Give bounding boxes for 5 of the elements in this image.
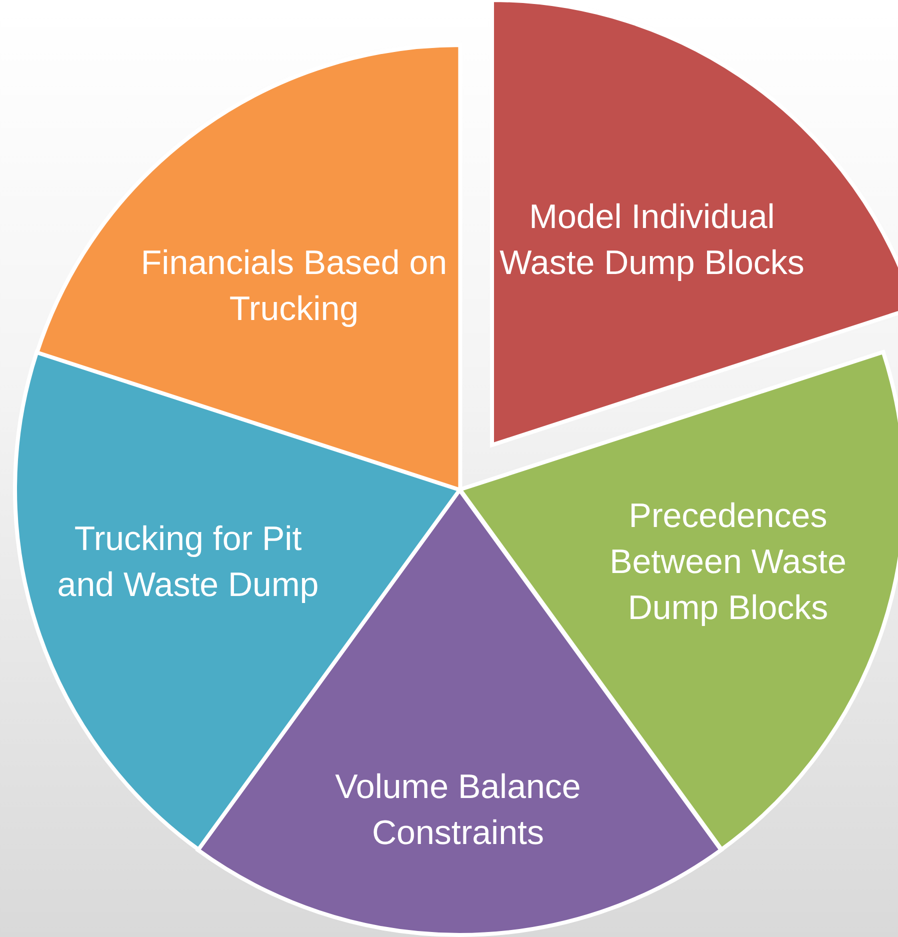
segment-label: Volume Balance Constraints bbox=[334, 767, 582, 854]
segment-label: Trucking for Pit and Waste Dump bbox=[56, 518, 320, 606]
segment-label: Precedences Between Waste Dump Blocks bbox=[608, 496, 848, 629]
segment-label: Model Individual Waste Dump Blocks bbox=[498, 197, 806, 284]
segment-label: Financials Based on Trucking bbox=[140, 243, 448, 330]
